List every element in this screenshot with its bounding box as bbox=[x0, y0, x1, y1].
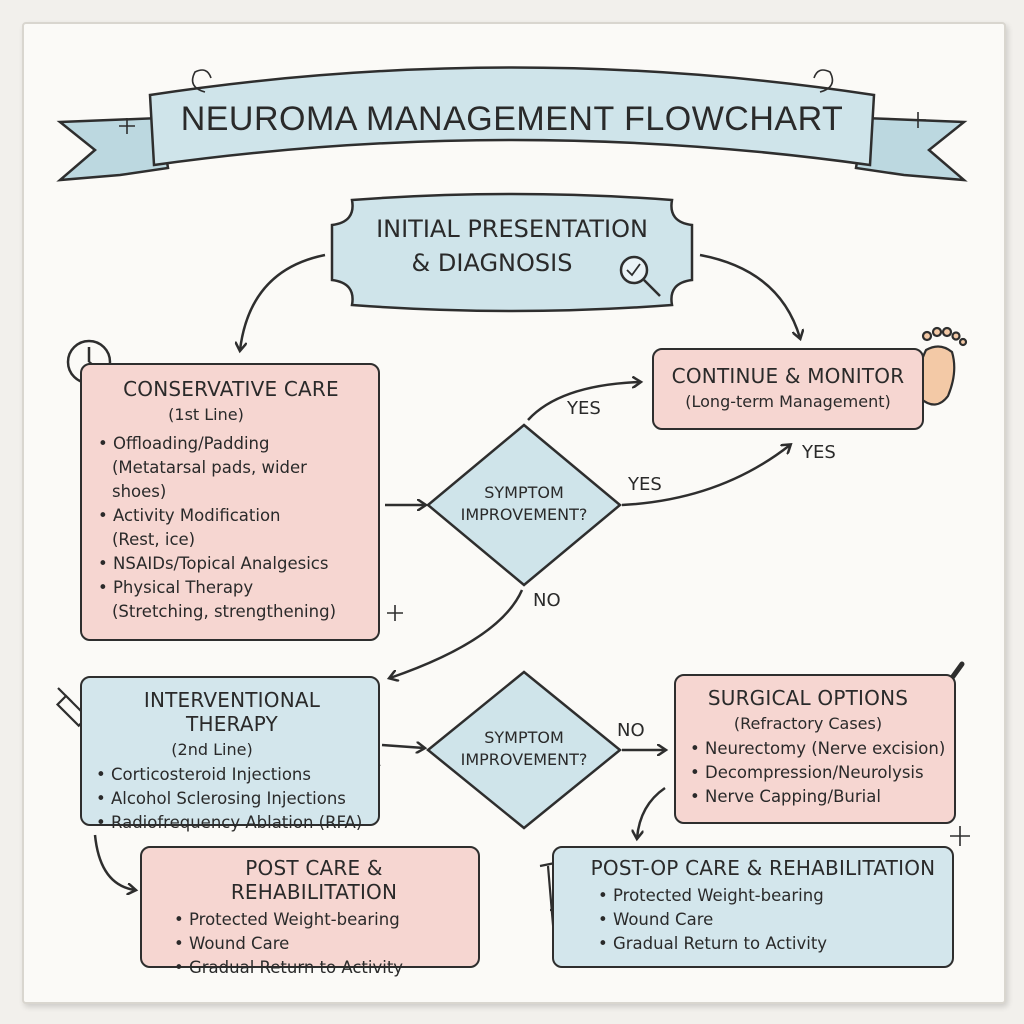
conservative-care-list: Offloading/Padding(Metatarsal pads, wide… bbox=[98, 432, 364, 624]
continue-monitor-box: CONTINUE & MONITOR (Long-term Management… bbox=[652, 348, 924, 430]
conservative-care-box: CONSERVATIVE CARE (1st Line) Offloading/… bbox=[80, 363, 380, 641]
foot-icon bbox=[915, 326, 968, 406]
list-item: NSAIDs/Topical Analgesics bbox=[98, 552, 364, 576]
yes-label-top: YES bbox=[567, 398, 601, 419]
surgical-options-box: SURGICAL OPTIONS (Refractory Cases) Neur… bbox=[674, 674, 956, 824]
initial-line-2: & DIAGNOSIS bbox=[411, 249, 573, 277]
list-item: Gradual Return to Activity bbox=[598, 932, 942, 956]
continue-monitor-title: CONTINUE & MONITOR bbox=[671, 364, 905, 388]
list-item: Physical Therapy(Stretching, strengtheni… bbox=[98, 576, 364, 624]
list-item: Activity Modification(Rest, ice) bbox=[98, 504, 364, 552]
no-label-down: NO bbox=[533, 590, 561, 611]
decision-1-text: SYMPTOM IMPROVEMENT? bbox=[460, 483, 588, 524]
conservative-care-subtitle: (1st Line) bbox=[168, 405, 244, 424]
initial-plaque-shape bbox=[330, 192, 694, 313]
decision-diamond-2-shape bbox=[426, 670, 622, 830]
no-label-right: NO bbox=[617, 720, 645, 741]
list-item: Wound Care bbox=[598, 908, 942, 932]
post-op-care-title: POST-OP CARE & REHABILITATION bbox=[590, 856, 936, 880]
yes-label-right: YES bbox=[802, 442, 836, 463]
conservative-care-title: CONSERVATIVE CARE bbox=[123, 377, 339, 401]
decision-diamond-1-shape bbox=[426, 423, 622, 587]
initial-line-1: INITIAL PRESENTATION bbox=[376, 215, 648, 243]
interventional-therapy-box: INTERVENTIONAL THERAPY (2nd Line) Cortic… bbox=[80, 676, 380, 832]
list-item: Gradual Return to Activity bbox=[174, 956, 468, 980]
surgical-options-subtitle: (Refractory Cases) bbox=[733, 714, 883, 733]
post-op-care-list: Protected Weight-bearing Wound Care Grad… bbox=[584, 884, 942, 956]
list-item: Corticosteroid Injections bbox=[96, 763, 368, 787]
continue-monitor-subtitle: (Long-term Management) bbox=[685, 392, 891, 411]
magnifier-icon bbox=[619, 255, 661, 297]
list-item: Nerve Capping/Burial bbox=[690, 785, 946, 809]
yes-label-mid: YES bbox=[628, 474, 662, 495]
page-title: NEUROMA MANAGEMENT FLOWCHART bbox=[180, 100, 844, 138]
surgical-options-title: SURGICAL OPTIONS bbox=[707, 686, 909, 710]
list-item: Decompression/Neurolysis bbox=[690, 761, 946, 785]
surgical-options-list: Neurectomy (Nerve excision) Decompressio… bbox=[690, 737, 946, 809]
list-item: Protected Weight-bearing bbox=[174, 908, 468, 932]
list-item: Alcohol Sclerosing Injections bbox=[96, 787, 368, 811]
list-item: Offloading/Padding(Metatarsal pads, wide… bbox=[98, 432, 364, 504]
interventional-therapy-title: INTERVENTIONAL THERAPY bbox=[143, 688, 321, 736]
list-item: Protected Weight-bearing bbox=[598, 884, 942, 908]
interventional-therapy-subtitle: (2nd Line) bbox=[171, 740, 253, 759]
post-care-list: Protected Weight-bearing Wound Care Grad… bbox=[160, 908, 468, 980]
list-item: Radiofrequency Ablation (RFA) bbox=[96, 811, 368, 835]
interventional-therapy-list: Corticosteroid Injections Alcohol Sclero… bbox=[96, 763, 368, 835]
post-care-box: POST CARE & REHABILITATION Protected Wei… bbox=[140, 846, 480, 977]
list-item: Neurectomy (Nerve excision) bbox=[690, 737, 946, 761]
title-ribbon bbox=[56, 66, 968, 182]
decision-2-text: SYMPTOM IMPROVEMENT? bbox=[460, 728, 588, 769]
post-op-care-box: POST-OP CARE & REHABILITATION Protected … bbox=[552, 846, 954, 968]
initial-presentation-title: INITIAL PRESENTATION & DIAGNOSIS bbox=[340, 212, 684, 280]
post-care-title: POST CARE & REHABILITATION bbox=[230, 856, 398, 904]
list-item: Wound Care bbox=[174, 932, 468, 956]
